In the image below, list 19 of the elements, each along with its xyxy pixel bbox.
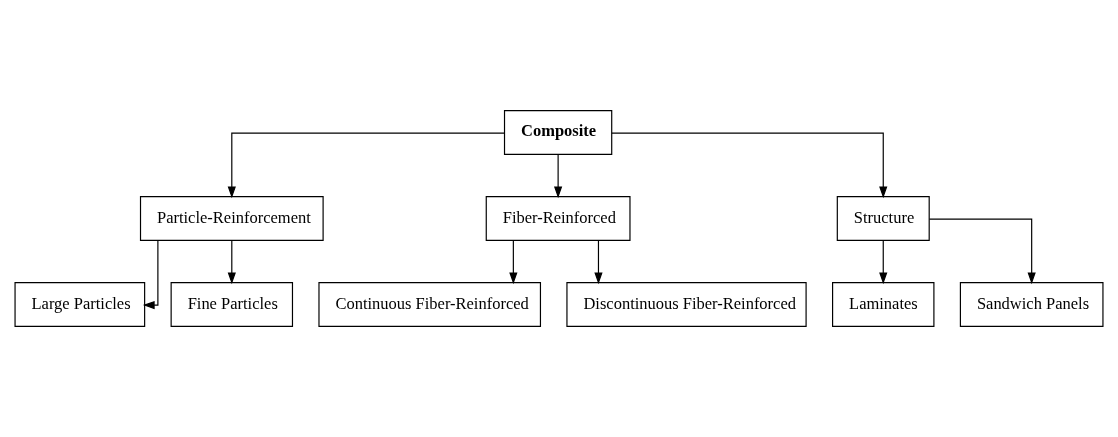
node-box: Large Particles: [14, 282, 146, 327]
node-box: Continuous Fiber-Reinforced: [318, 282, 542, 327]
arrow: [928, 218, 1036, 285]
arrow: [142, 239, 159, 310]
node-box: Fine Particles: [170, 282, 294, 327]
arrow: [509, 240, 518, 285]
node-box: Sandwich Panels: [959, 282, 1104, 327]
node-box: Composite: [503, 110, 613, 155]
node-box: Laminates: [832, 282, 935, 327]
arrow: [227, 132, 505, 199]
arrow: [879, 240, 888, 285]
node-box: Discontinuous Fiber-Reinforced: [566, 282, 807, 327]
node-box: Particle-Reinforcement: [139, 196, 324, 241]
node-box: Structure: [836, 196, 930, 241]
arrow: [594, 240, 603, 285]
node-box: Fiber-Reinforced: [485, 196, 631, 241]
arrow: [611, 132, 888, 199]
arrow: [554, 154, 563, 199]
arrow: [227, 240, 236, 285]
